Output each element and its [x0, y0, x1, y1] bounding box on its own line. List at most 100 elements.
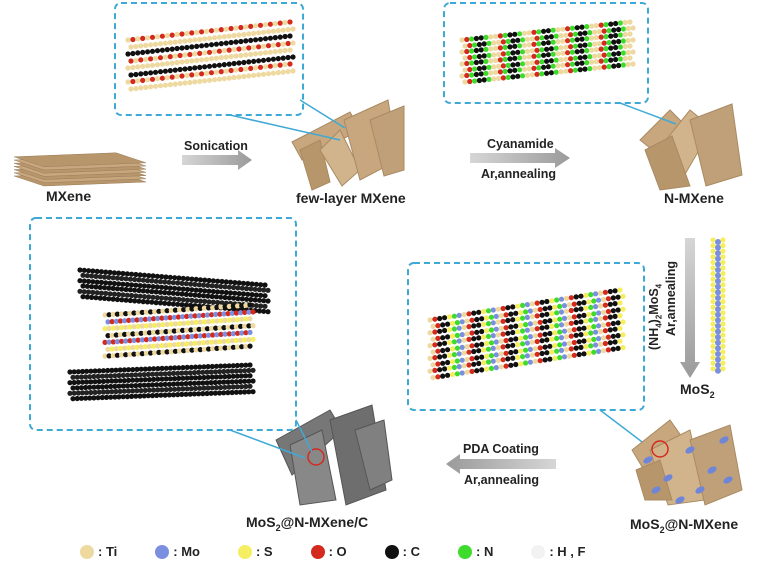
lattice-atom — [67, 369, 73, 375]
lattice-atom — [149, 393, 156, 399]
lattice-atom — [88, 368, 94, 374]
lattice-atom — [507, 68, 513, 74]
lattice-atom — [157, 55, 164, 61]
lattice-atom — [485, 308, 492, 314]
lattice-atom — [435, 374, 441, 380]
lattice-atom — [513, 361, 519, 368]
mos2-atom — [720, 265, 726, 271]
lattice-atom — [146, 377, 153, 383]
lattice-atom — [230, 344, 236, 350]
lattice-atom — [170, 381, 177, 387]
lattice-atom — [137, 283, 143, 289]
lattice-atom — [503, 363, 509, 369]
lattice-atom — [124, 271, 130, 277]
lattice-atom — [581, 338, 587, 344]
lattice-atom — [162, 300, 168, 306]
lattice-atom — [275, 42, 281, 48]
lattice-atom — [103, 290, 109, 296]
lattice-atom — [159, 47, 165, 53]
lattice-atom — [558, 335, 565, 341]
lattice-atom — [582, 54, 588, 60]
lattice-atom — [155, 387, 161, 393]
lattice-atom — [126, 345, 132, 351]
mos2-atom — [710, 243, 716, 249]
lattice-atom — [116, 372, 122, 379]
lattice-atom — [243, 38, 249, 44]
lattice-atom — [167, 54, 173, 60]
mos2-atom — [720, 321, 726, 327]
lattice-atom — [478, 59, 484, 65]
lattice-atom — [508, 311, 514, 317]
lattice-atom — [197, 305, 203, 311]
mos2-atom — [720, 259, 726, 265]
lattice-atom — [214, 345, 220, 351]
lattice-atom — [617, 300, 623, 306]
lattice-atom — [512, 43, 518, 49]
lattice-atom — [493, 69, 499, 75]
lattice-atom — [70, 374, 76, 380]
lattice-atom — [496, 75, 502, 81]
lattice-atom — [613, 32, 619, 39]
lattice-atom — [199, 71, 205, 77]
lattice-atom — [597, 328, 604, 335]
lattice-atom — [130, 50, 136, 57]
lattice-atom — [114, 325, 120, 331]
lattice-atom — [203, 56, 210, 62]
lattice-atom — [175, 328, 181, 334]
lattice-atom — [222, 331, 228, 337]
lattice-atom — [187, 370, 193, 376]
lattice-atom — [127, 297, 133, 304]
lattice-atom — [91, 384, 97, 390]
lattice-atom — [517, 67, 523, 73]
lattice-atom — [148, 309, 154, 315]
lattice-atom — [613, 20, 619, 27]
lattice-atom — [172, 321, 178, 327]
lattice-atom — [451, 352, 457, 358]
lattice-atom — [280, 27, 286, 33]
lattice-atom — [566, 302, 573, 308]
lattice-atom — [510, 62, 516, 68]
lattice-atom — [187, 51, 193, 58]
lattice-atom — [113, 332, 119, 338]
lattice-atom — [242, 309, 248, 315]
lattice-atom — [226, 295, 232, 301]
lattice-atom — [456, 364, 462, 370]
lattice-atom — [124, 383, 130, 389]
lattice-atom — [256, 297, 262, 303]
lattice-atom — [561, 341, 568, 347]
lattice-atom — [183, 370, 189, 376]
lattice-atom — [236, 74, 242, 80]
lattice-atom — [253, 292, 259, 298]
lattice-atom — [221, 325, 227, 331]
lattice-atom — [71, 379, 77, 386]
lattice-atom — [184, 44, 190, 51]
lattice-atom — [606, 28, 612, 34]
lattice-atom — [262, 303, 268, 309]
lattice-atom — [125, 65, 131, 71]
lattice-atom — [145, 77, 151, 83]
lattice-atom — [490, 307, 496, 313]
lattice-atom — [592, 65, 598, 71]
lattice-atom — [90, 279, 96, 285]
lattice-atom — [510, 38, 516, 44]
lattice-atom — [587, 54, 593, 60]
lattice-atom — [239, 344, 245, 350]
lattice-atom — [539, 325, 545, 331]
lattice-atom — [598, 34, 604, 40]
lattice-atom — [107, 269, 113, 275]
lattice-atom — [510, 317, 516, 323]
lattice-atom — [466, 324, 472, 330]
lattice-atom — [111, 270, 117, 276]
lattice-atom — [267, 63, 273, 69]
mos2-atom — [715, 267, 721, 273]
lattice-atom — [163, 329, 169, 335]
lattice-atom — [200, 380, 206, 386]
mos2-atom — [710, 338, 716, 344]
lattice-atom — [212, 390, 218, 396]
lattice-atom — [552, 330, 558, 336]
lattice-atom — [572, 55, 579, 61]
lattice-atom — [510, 50, 516, 56]
lattice-atom — [199, 43, 205, 49]
lattice-atom — [571, 301, 577, 307]
lattice-atom — [141, 294, 148, 300]
